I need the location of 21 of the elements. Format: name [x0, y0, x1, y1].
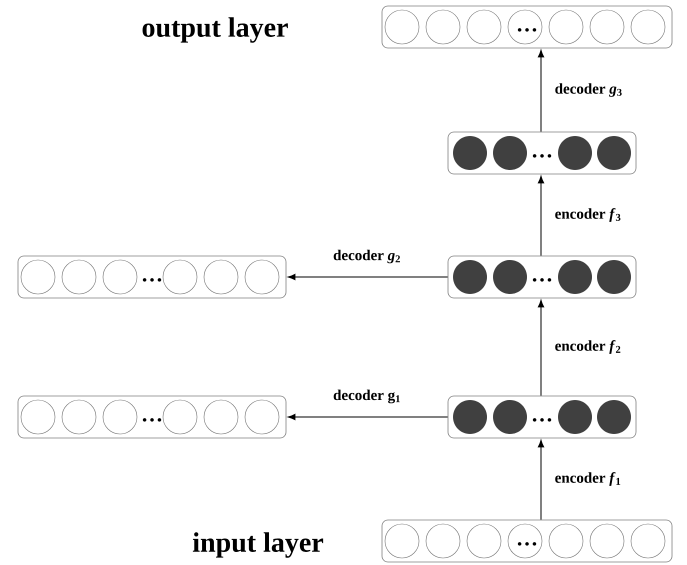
edge-label: encoder f$_{1}$ — [553, 470, 623, 488]
edge-label: encoder f$_{3}$ — [553, 206, 623, 224]
arrow — [538, 300, 544, 396]
neuron-layer-box: … — [18, 396, 286, 438]
arrow — [538, 176, 544, 256]
arrow — [288, 414, 448, 420]
edge-label: decoder g$_{1}$ — [332, 388, 402, 405]
layer-label: output layer — [142, 17, 288, 43]
neuron-layer-box: … — [448, 256, 636, 298]
neuron-layer-box: … — [18, 256, 286, 298]
neuron-layer-box: … — [382, 6, 672, 48]
neuron-layer-box: … — [448, 132, 636, 174]
arrow — [538, 440, 544, 520]
neuron-layer-box: … — [448, 396, 636, 438]
layer-label: input layer — [192, 532, 324, 558]
arrow — [288, 274, 448, 280]
edge-label: decoder g$_{3}$ — [553, 82, 624, 98]
arrow — [538, 50, 544, 132]
edge-label: encoder f$_{2}$ — [553, 338, 623, 356]
edge-label: decoder g$_{2}$ — [332, 248, 402, 265]
neuron-layer-box: … — [382, 520, 672, 562]
